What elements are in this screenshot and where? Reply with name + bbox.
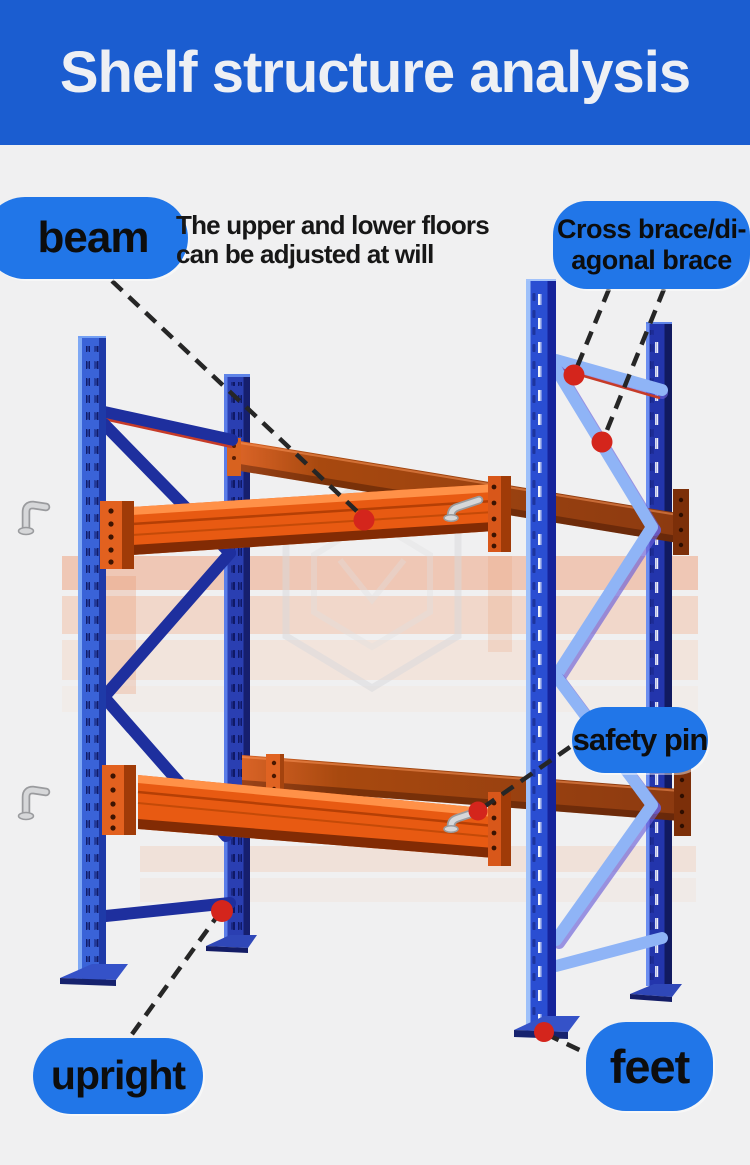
upper-front-beam [100, 476, 511, 569]
beam-callout-line [110, 279, 364, 518]
beam-callout-dot [353, 509, 375, 531]
safety-pin-callout-dot [468, 801, 488, 821]
safety-pin-callout-line [479, 745, 572, 811]
feet-label-text: feet [609, 1039, 691, 1093]
cross-brace-callout-dot [563, 364, 585, 386]
upright-label-text: upright [50, 1052, 186, 1099]
hook-upper-middle [443, 495, 484, 522]
safety-pin-label: safety pin [572, 707, 708, 773]
adjustability-note-line1: The upper and lower floors [176, 210, 490, 240]
upright-callout-line [128, 909, 223, 1039]
right-rear-upright [630, 322, 682, 1002]
upright-callout-dot [211, 900, 233, 922]
beam-label: beam [0, 197, 188, 279]
cross-brace-callout-line [572, 288, 612, 373]
cross-brace-label-line1: Cross brace/di- [556, 213, 747, 244]
diagonal-brace-callout-dot [591, 431, 613, 453]
safety-pin-label-text: safety pin [572, 721, 709, 757]
adjustability-note: The upper and lower floors can be adjust… [176, 210, 490, 270]
header-banner: Shelf structure analysis [0, 0, 750, 145]
page-title: Shelf structure analysis [59, 40, 691, 105]
diagonal-brace-callout-line [600, 288, 667, 441]
lower-front-beam [102, 765, 511, 866]
hook-lower-left [17, 785, 51, 821]
feet-label: feet [586, 1022, 713, 1111]
safety-pin-hooks [17, 495, 484, 833]
cross-brace-label: Cross brace/di- agonal brace [553, 201, 750, 289]
feet-callout-line [545, 1031, 593, 1059]
callout-dots [211, 364, 613, 1042]
hook-lower-middle [443, 806, 484, 833]
hook-upper-left [17, 500, 51, 536]
callout-lines [110, 279, 667, 1059]
beam-label-text: beam [37, 212, 150, 262]
feet-callout-dot [534, 1022, 554, 1042]
adjustability-note-line2: can be adjusted at will [176, 239, 434, 270]
cross-brace-label-line2: agonal brace [571, 245, 732, 275]
left-front-upright [60, 336, 128, 986]
upright-label: upright [33, 1038, 203, 1114]
